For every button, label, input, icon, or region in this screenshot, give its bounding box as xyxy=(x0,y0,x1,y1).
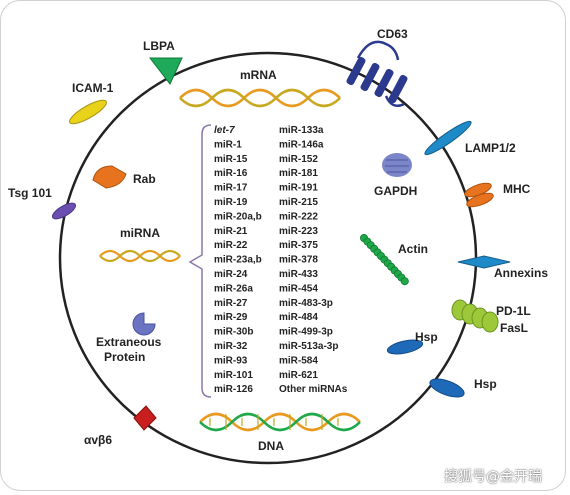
gapdh-label: GAPDH xyxy=(374,184,417,198)
annexins-label: Annexins xyxy=(494,266,548,280)
mirna-item: miR-375 xyxy=(279,240,318,251)
mirna-item: miR-433 xyxy=(279,269,318,280)
mirna-item: miR-32 xyxy=(214,341,248,352)
hsp-inner-icon xyxy=(386,339,424,355)
gapdh-icon xyxy=(382,153,412,177)
actin-bead xyxy=(400,277,409,286)
tsg101-label: Tsg 101 xyxy=(8,186,52,200)
lbpa-icon xyxy=(148,57,183,85)
extraneous-label-line2: Protein xyxy=(104,350,145,364)
lamp-label: LAMP1/2 xyxy=(465,141,516,155)
mhc-icon xyxy=(464,182,494,208)
mirna-item: miR-621 xyxy=(279,370,318,381)
mhc-label: MHC xyxy=(503,182,531,196)
watermark-text: 搜狐号@金开瑞 xyxy=(444,469,542,485)
mirna-item: miR-223 xyxy=(279,226,318,237)
mirna-item: Other miRNAs xyxy=(279,384,348,395)
mirna-label: miRNA xyxy=(120,226,160,240)
mirna-item: miR-222 xyxy=(279,211,318,222)
annexins-icon xyxy=(457,255,511,269)
pd1l-label: PD-1L xyxy=(496,304,531,318)
mirna-item: miR-484 xyxy=(279,312,318,323)
mirna-item: miR-24 xyxy=(214,269,248,280)
extraneous-label-line1: Extraneous xyxy=(96,335,162,349)
mirna-item: miR-191 xyxy=(279,183,318,194)
avb6-label: αvβ6 xyxy=(84,433,112,447)
mirna-item: miR-378 xyxy=(279,255,318,266)
hsp-outer-label: Hsp xyxy=(474,377,497,391)
mirna-helix xyxy=(99,249,181,263)
mirna-list-left: let-7 miR-1 miR-15 miR-16 miR-17 miR-19 miR-20… xyxy=(214,125,262,395)
mirna-item: miR-101 xyxy=(214,370,253,381)
mirna-item: miR-513a-3p xyxy=(279,341,338,352)
mrna-label: mRNA xyxy=(240,68,277,82)
mrna-helix xyxy=(179,88,341,108)
mirna-item: miR-146a xyxy=(279,139,324,150)
icam1-label: ICAM-1 xyxy=(72,81,114,95)
rab-label: Rab xyxy=(133,172,156,186)
mirna-item: miR-215 xyxy=(279,197,318,208)
dna-label: DNA xyxy=(258,439,284,453)
mirna-item: miR-584 xyxy=(279,355,318,366)
mirna-item: miR-26a xyxy=(214,283,253,294)
mirna-item: miR-27 xyxy=(214,298,248,309)
fasl-label: FasL xyxy=(500,321,528,335)
mirna-item: miR-20a,b xyxy=(214,211,262,222)
mirna-item: miR-29 xyxy=(214,312,248,323)
mirna-item: miR-17 xyxy=(214,183,248,194)
mirna-item: miR-23a,b xyxy=(214,255,262,266)
pd1l-icon xyxy=(451,299,499,333)
mirna-item: miR-483-3p xyxy=(279,298,333,309)
mirna-item: miR-126 xyxy=(214,384,253,395)
dna-helix xyxy=(199,412,361,432)
mirna-item: miR-15 xyxy=(214,154,248,165)
cd63-label: CD63 xyxy=(377,27,408,41)
mirna-item: miR-454 xyxy=(279,283,318,294)
cd63-icon xyxy=(346,40,408,107)
lbpa-label: LBPA xyxy=(143,39,175,53)
mirna-item: miR-181 xyxy=(279,168,318,179)
mirna-list-right: miR-133a miR-146a miR-152 miR-181 miR-191 miR… xyxy=(279,125,348,395)
mirna-item: let-7 xyxy=(214,125,235,136)
avb6-icon xyxy=(133,405,157,431)
icam1-icon xyxy=(69,99,107,125)
mirna-item: miR-133a xyxy=(279,125,324,136)
mirna-item: miR-19 xyxy=(214,197,248,208)
mirna-item: miR-22 xyxy=(214,240,248,251)
actin-icon xyxy=(359,233,409,286)
rab-icon xyxy=(92,165,127,189)
mirna-item: miR-21 xyxy=(214,226,248,237)
tsg101-icon xyxy=(51,202,77,220)
lamp-icon xyxy=(424,120,472,156)
hsp-outer-icon xyxy=(429,378,465,398)
hsp-inner-label: Hsp xyxy=(415,330,438,344)
mirna-item: miR-152 xyxy=(279,154,318,165)
mirna-bracket xyxy=(188,124,212,398)
mirna-item: miR-16 xyxy=(214,168,248,179)
mirna-item: miR-93 xyxy=(214,355,248,366)
mirna-item: miR-499-3p xyxy=(279,327,333,338)
actin-label: Actin xyxy=(398,242,428,256)
extraneous-protein-icon xyxy=(132,312,156,336)
mirna-item: miR-30b xyxy=(214,327,253,338)
mirna-item: miR-1 xyxy=(214,139,242,150)
